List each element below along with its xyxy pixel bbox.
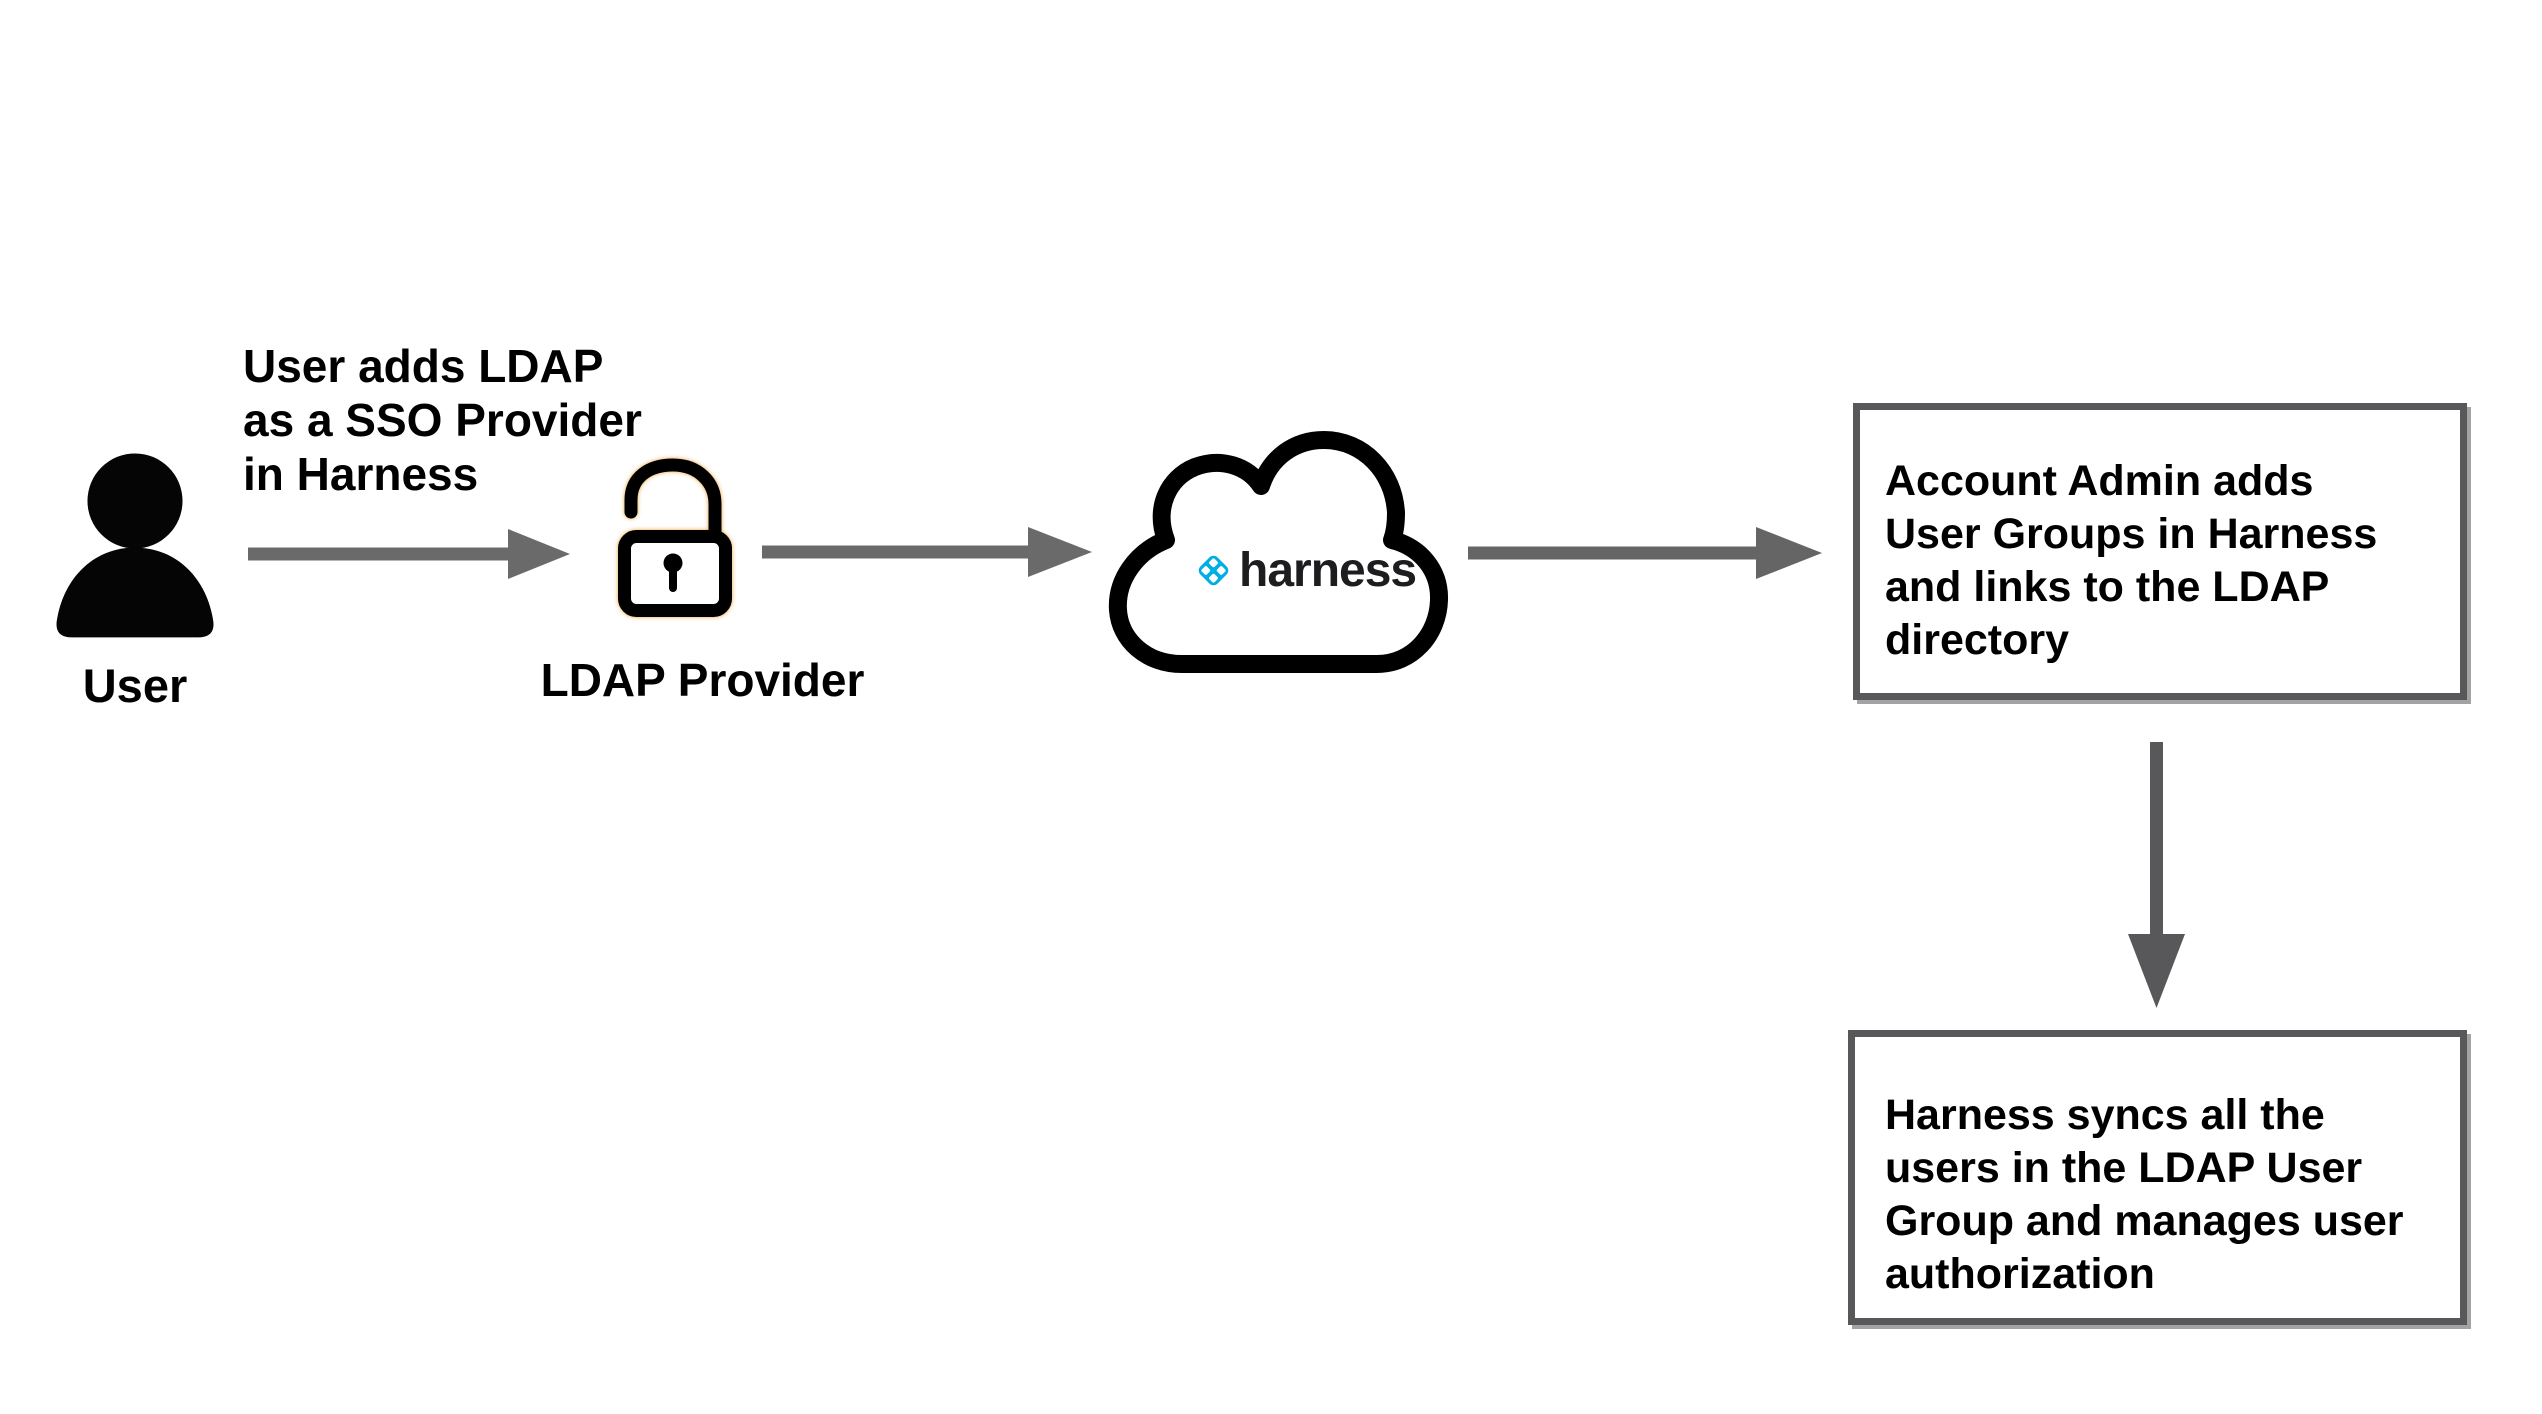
admin-box-line-4: directory [1885, 616, 2070, 664]
harness-logo: harness [1193, 543, 1417, 597]
arrow-user-to-ldap-icon [248, 529, 570, 579]
padlock-open-icon [618, 458, 732, 617]
arrow-admin-to-sync-box-icon [2128, 742, 2185, 1008]
flow-caption-line-3: in Harness [243, 448, 479, 500]
sync-box-line-1: Harness syncs all the [1885, 1091, 2325, 1139]
user-node-label: User [82, 659, 188, 712]
sync-box-line-4: authorization [1885, 1250, 2155, 1298]
harness-logo-icon [1198, 555, 1229, 585]
person-icon [56, 453, 214, 638]
admin-box-line-1: Account Admin adds [1885, 457, 2314, 505]
arrow-cloud-to-admin-box-icon [1468, 527, 1822, 579]
flow-caption-line-1: User adds LDAP [243, 340, 604, 392]
sync-box-line-2: users in the LDAP User [1885, 1144, 2363, 1192]
arrow-ldap-to-cloud-icon [762, 527, 1092, 577]
admin-box-line-3: and links to the LDAP [1885, 563, 2330, 611]
harness-wordmark: harness [1239, 543, 1417, 597]
flow-caption: User adds LDAP as a SSO Provider in Harn… [243, 339, 642, 501]
ldap-provider-label: LDAP Provider [540, 654, 865, 706]
sync-process-box: Harness syncs all the users in the LDAP … [1848, 1030, 2467, 1325]
admin-box-line-2: User Groups in Harness [1885, 510, 2378, 558]
admin-process-box: Account Admin adds User Groups in Harnes… [1853, 403, 2467, 700]
flow-caption-line-2: as a SSO Provider [243, 394, 642, 446]
sync-box-line-3: Group and manages user [1885, 1197, 2404, 1245]
cloud-icon [1108, 431, 1448, 673]
